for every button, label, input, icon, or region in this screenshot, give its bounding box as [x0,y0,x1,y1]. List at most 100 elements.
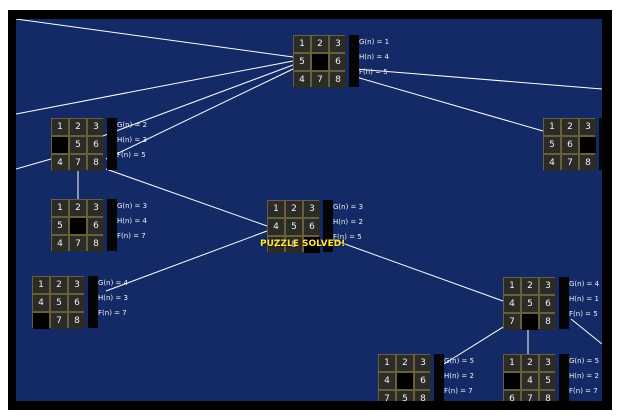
blank-tile [33,313,49,329]
blank-tile [312,54,328,70]
puzzle-tile: 5 [540,373,556,389]
tree-edge [355,76,544,132]
tree-edge [570,318,602,345]
stat-f: F(n) = 5 [117,151,146,159]
tree-edge [16,158,52,170]
puzzle-tile: 3 [304,201,320,217]
puzzle-tile: 6 [88,137,104,153]
stat-h: H(n) = 2 [444,372,474,380]
puzzle-tile: 1 [33,277,49,293]
stat-h: H(n) = 1 [569,295,599,303]
stat-f: F(n) = 7 [117,232,146,240]
stat-h: H(n) = 4 [359,53,389,61]
puzzle-tile: 8 [286,237,302,253]
stat-g: G(n) = 4 [569,280,600,288]
puzzle-tile: 3 [69,277,85,293]
puzzle-tile: 7 [562,155,578,171]
blank-tile [70,218,86,234]
puzzle-tile: 3 [415,355,431,371]
puzzle-tile: 1 [504,355,520,371]
puzzle-tile: 2 [312,36,328,52]
puzzle-tile: 1 [294,36,310,52]
puzzle-tile: 8 [69,313,85,329]
puzzle-tile: 2 [70,200,86,216]
stat-g: G(n) = 1 [359,38,390,46]
puzzle-tile: 7 [312,72,328,88]
puzzle-tile: 5 [52,218,68,234]
stat-g: G(n) = 3 [333,203,364,211]
puzzle-tile: 6 [88,218,104,234]
board-side-shadow [323,200,333,252]
puzzle-tile: 3 [330,36,346,52]
puzzle-tile: 6 [330,54,346,70]
stat-g: G(n) = 4 [98,279,129,287]
puzzle-tile: 6 [562,137,578,153]
puzzle-tile: 1 [52,200,68,216]
puzzle-tile: 5 [286,219,302,235]
puzzle-tile: 1 [379,355,395,371]
puzzle-tile: 4 [52,236,68,252]
puzzle-tile: 5 [294,54,310,70]
puzzle-tile: 8 [88,155,104,171]
tree-edge [355,68,602,90]
puzzle-tile: 7 [70,236,86,252]
puzzle-tile: 5 [51,295,67,311]
blank-tile [522,314,538,330]
puzzle-tile: 7 [51,313,67,329]
puzzle-tile: 4 [504,296,520,312]
board-side-shadow [599,118,602,170]
puzzle-tile: 1 [544,119,560,135]
puzzle-tile: 6 [415,373,431,389]
puzzle-tile: 8 [540,314,556,330]
tree-edge [435,318,517,370]
puzzle-tile: 5 [397,391,413,401]
puzzle-tile: 8 [540,391,556,401]
tree-edge [330,238,504,302]
puzzle-tile: 3 [540,278,556,294]
puzzle-tile: 2 [286,201,302,217]
puzzle-tile: 3 [88,119,104,135]
puzzle-tile: 2 [51,277,67,293]
puzzle-tile: 4 [33,295,49,311]
stat-g: G(n) = 5 [444,357,475,365]
node-stats: G(n) = 3 H(n) = 4 F(n) = 7 [117,199,147,244]
stat-f: F(n) = 7 [569,387,598,395]
tree-edge [16,19,294,58]
puzzle-tile: 7 [268,237,284,253]
stat-f: F(n) = 7 [98,309,127,317]
blank-tile [304,237,320,253]
puzzle-tile: 7 [504,314,520,330]
puzzle-tile: 4 [268,219,284,235]
puzzle-tile: 3 [580,119,596,135]
puzzle-tile: 2 [562,119,578,135]
board-side-shadow [88,276,98,328]
stat-g: G(n) = 3 [117,202,148,210]
board-side-shadow [107,118,117,170]
blank-tile [397,373,413,389]
blank-tile [580,137,596,153]
board-side-shadow [559,277,569,329]
puzzle-tile: 5 [70,137,86,153]
stat-h: H(n) = 3 [117,136,147,144]
stat-f: F(n) = 7 [444,387,473,395]
board-side-shadow [434,354,444,401]
stat-h: H(n) = 4 [117,217,147,225]
tree-edge [105,68,294,160]
